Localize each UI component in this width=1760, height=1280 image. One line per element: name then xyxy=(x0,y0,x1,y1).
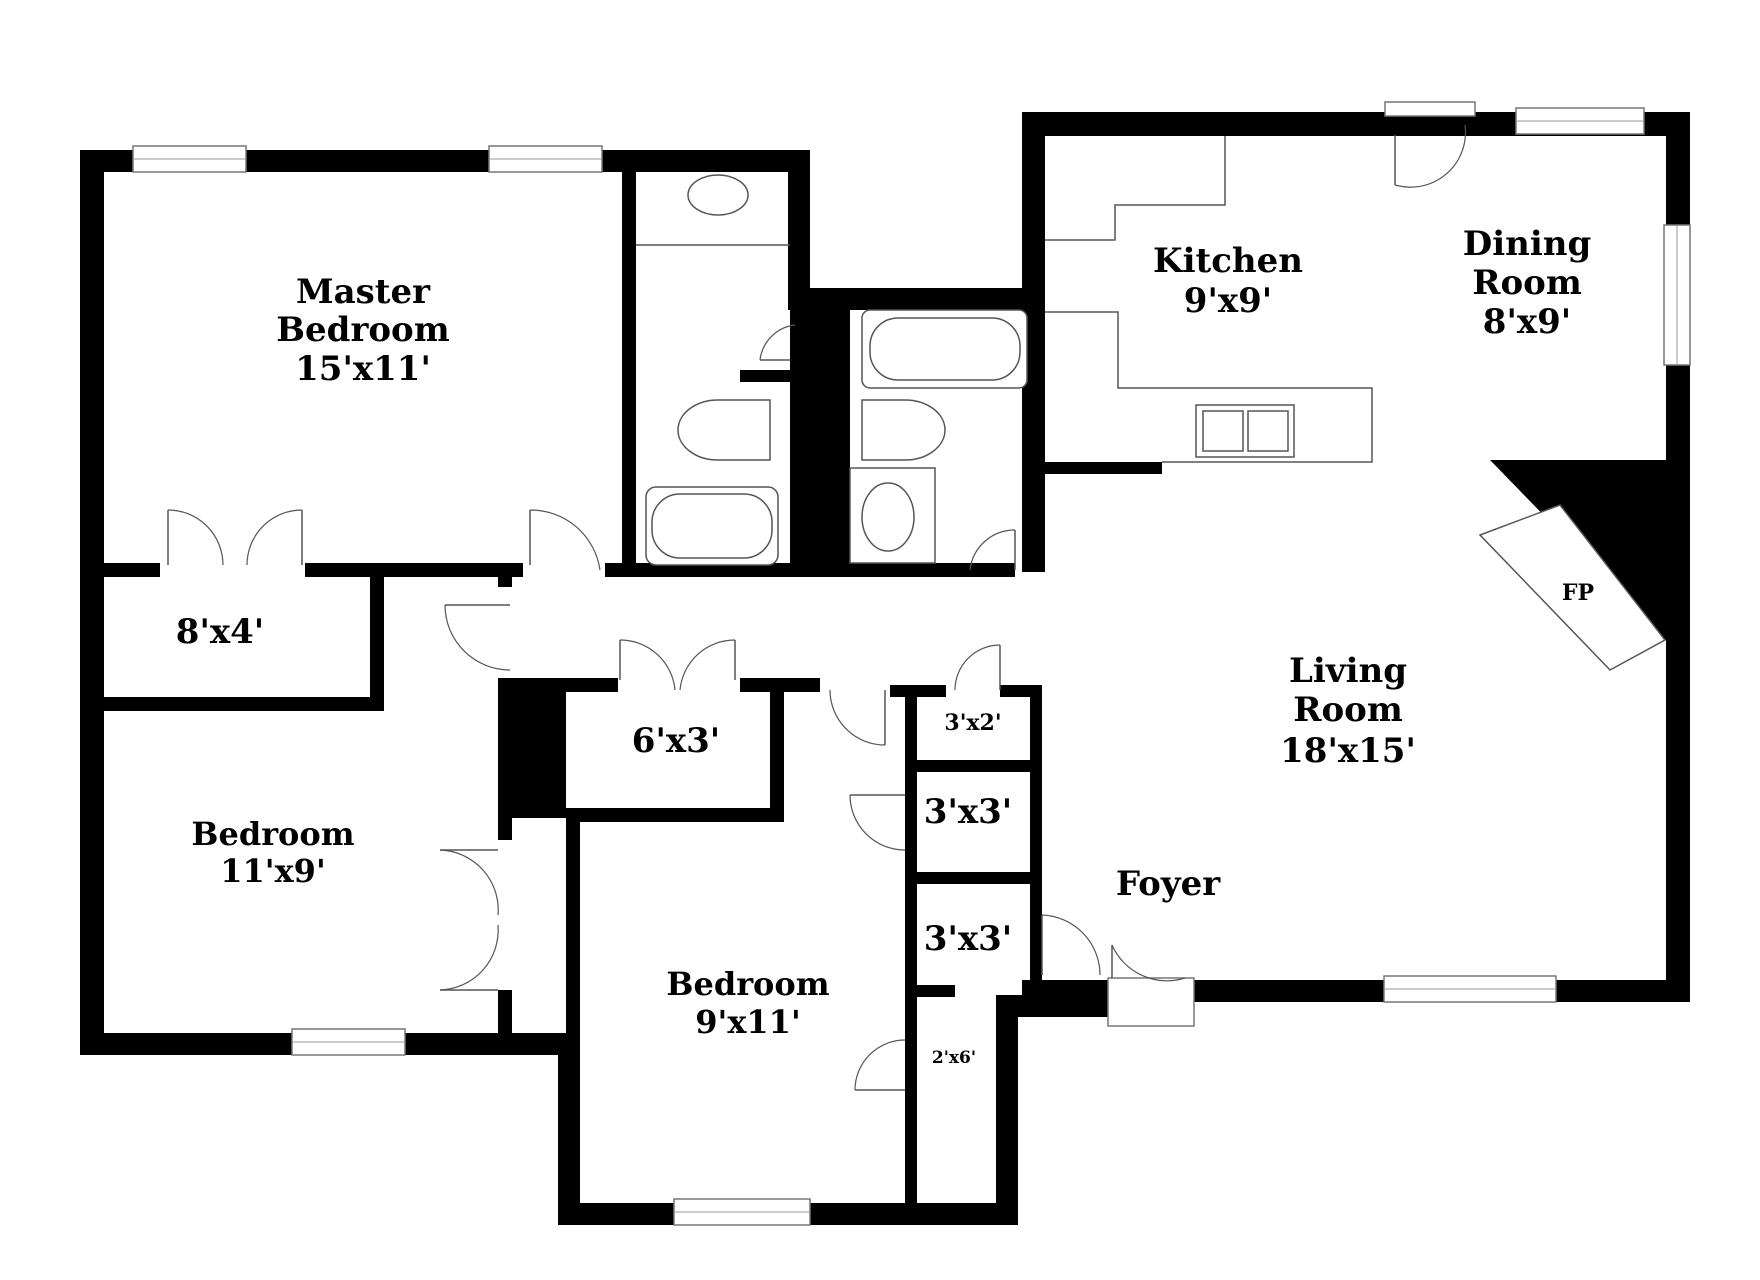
sink-master-bath xyxy=(687,174,749,216)
wall-hallcloset-north-a xyxy=(498,678,618,692)
wall-west xyxy=(80,150,104,1055)
wall-bath-core xyxy=(790,300,850,575)
wall-master-north xyxy=(80,150,810,172)
bedroom-south-size: 9'x11' xyxy=(695,1003,800,1041)
labels: Master Bedroom 15'x11' 8'x4' Bedroom 11'… xyxy=(176,224,1594,1068)
master-closet-size: 8'x4' xyxy=(176,612,264,652)
wall-closet-north-a xyxy=(104,563,160,577)
doors xyxy=(167,124,1467,1091)
wall-closet-north-b xyxy=(305,563,523,577)
toilet-hall-bath xyxy=(861,399,946,461)
wall-hallcloset-south xyxy=(566,808,784,822)
window-foyer xyxy=(1107,977,1195,1027)
closet-c-size: 3'x3' xyxy=(924,919,1012,959)
closet-a-size: 3'x2' xyxy=(944,710,1001,736)
wall-bedroom-west-bottom xyxy=(498,990,512,1045)
wall-hall-stub xyxy=(498,577,512,587)
closet-b-size: 3'x3' xyxy=(924,792,1012,832)
bedroom-south-name: Bedroom xyxy=(666,965,829,1003)
master-bedroom-name-2: Bedroom xyxy=(276,310,449,350)
wall-closet-south xyxy=(104,697,384,711)
kitchen-size: 9'x9' xyxy=(1184,281,1272,321)
wall-closet-b-south xyxy=(905,872,1042,884)
fireplace-hearth xyxy=(1478,504,1667,671)
wall-closet-a-north xyxy=(890,685,946,697)
wall-closet-east xyxy=(370,563,384,711)
master-bedroom-size: 15'x11' xyxy=(295,349,431,389)
master-bedroom-name-1: Master xyxy=(296,272,431,312)
wall-bath1-west xyxy=(622,172,636,572)
dining-room-size: 8'x9' xyxy=(1483,302,1571,342)
wall-bedroom-west xyxy=(566,808,580,1048)
wall-kitchen-west xyxy=(1022,112,1045,572)
kitchen-name: Kitchen xyxy=(1153,241,1303,281)
fixtures xyxy=(636,136,1373,566)
sink-hall-bath xyxy=(861,482,915,552)
living-room-name-1: Living xyxy=(1289,651,1407,691)
bedroom-west-size: 11'x9' xyxy=(220,852,325,890)
dining-room-name-2: Room xyxy=(1472,263,1582,303)
wall-bedroom-south-west xyxy=(558,1033,580,1225)
wall-bedroom-west-stub xyxy=(498,818,512,840)
toilet-master-bath xyxy=(677,399,771,461)
windows xyxy=(132,101,1691,1226)
wall-narrow-closet-west xyxy=(905,995,917,1095)
hall-closet-size: 6'x3' xyxy=(632,721,720,761)
counter-island xyxy=(1045,311,1373,463)
wall-kitchen-south xyxy=(1022,462,1162,474)
wall-bedroom-south-east xyxy=(996,1000,1018,1225)
wall-chase xyxy=(498,678,566,818)
wall-closet-c-south xyxy=(905,985,955,997)
wall-master-east-upper xyxy=(788,150,810,290)
dining-room-name-1: Dining xyxy=(1463,224,1592,264)
wall-closet-a-south xyxy=(905,760,1042,772)
bedroom-west-name: Bedroom xyxy=(191,815,354,853)
counter-upper xyxy=(1045,136,1226,241)
fireplace-label: FP xyxy=(1562,580,1594,606)
window-kitchen-door-frame xyxy=(1384,101,1476,117)
living-room-size: 18'x15' xyxy=(1280,731,1416,771)
wall-closets-east xyxy=(1030,685,1042,995)
wall-hallcloset-east xyxy=(770,678,784,820)
narrow-closet-size: 2'x6' xyxy=(932,1048,976,1068)
living-room-name-2: Room xyxy=(1293,690,1403,730)
wall-foyer-step xyxy=(996,995,1108,1017)
foyer-name: Foyer xyxy=(1116,864,1221,904)
